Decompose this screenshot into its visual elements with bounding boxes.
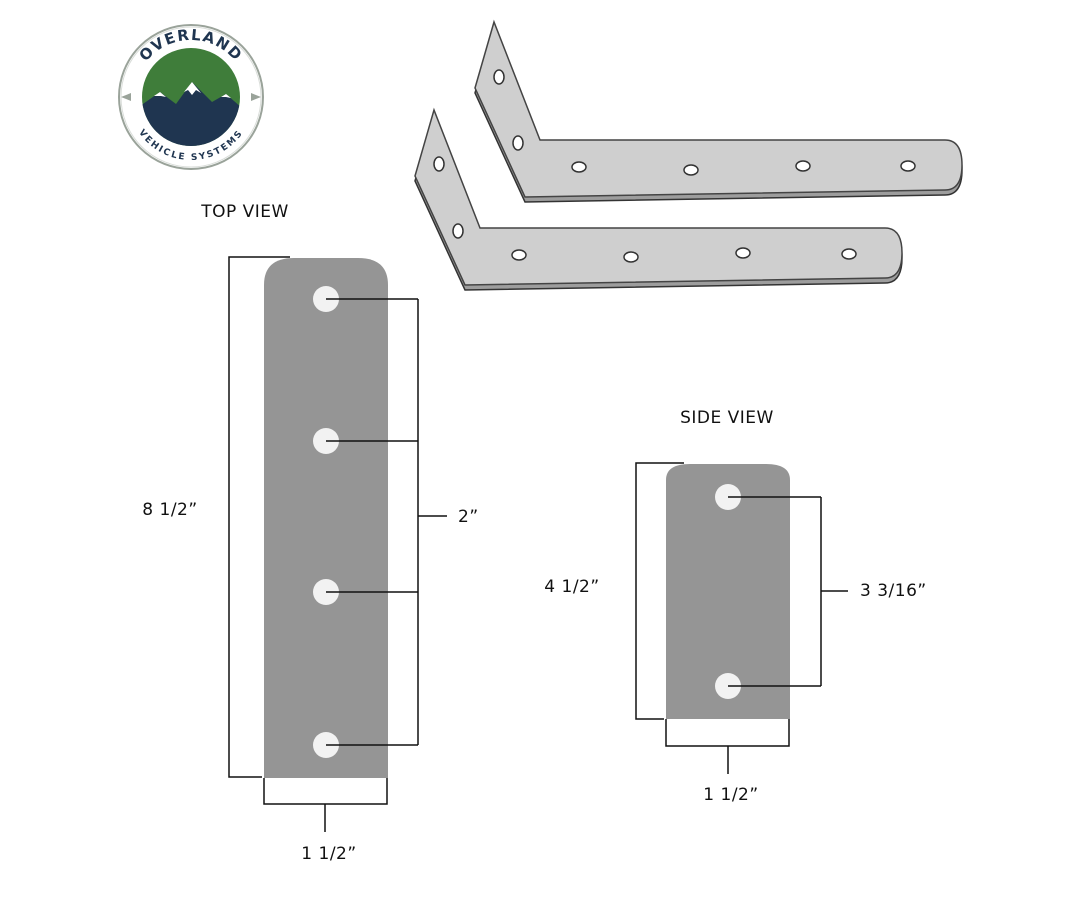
side-view-length-label: 4 1/2” [544,577,599,597]
bracket-front [414,107,903,291]
side-view-spacing-label: 3 3/16” [860,581,927,601]
side-view-plate [666,464,790,719]
side-view-spacing-dimension [728,496,848,687]
top-view-length-dimension [228,256,290,778]
bracket-back [474,19,963,203]
overland-logo: OVERLAND VEHICLE SYSTEMS [118,24,264,170]
top-view-width-dimension [263,778,388,832]
top-view-plate [264,258,388,778]
top-view-width-label: 1 1/2” [301,844,356,864]
top-view-spacing-dimension [326,298,447,746]
top-view-title: TOP VIEW [200,202,289,222]
side-view-title: SIDE VIEW [680,408,774,428]
top-view-spacing-label: 2” [458,507,479,527]
side-view-width-dimension [665,719,790,774]
top-view-length-label: 8 1/2” [142,500,197,520]
bracket-illustration [414,19,963,291]
side-view-width-label: 1 1/2” [703,785,758,805]
side-view-length-dimension [635,462,684,720]
